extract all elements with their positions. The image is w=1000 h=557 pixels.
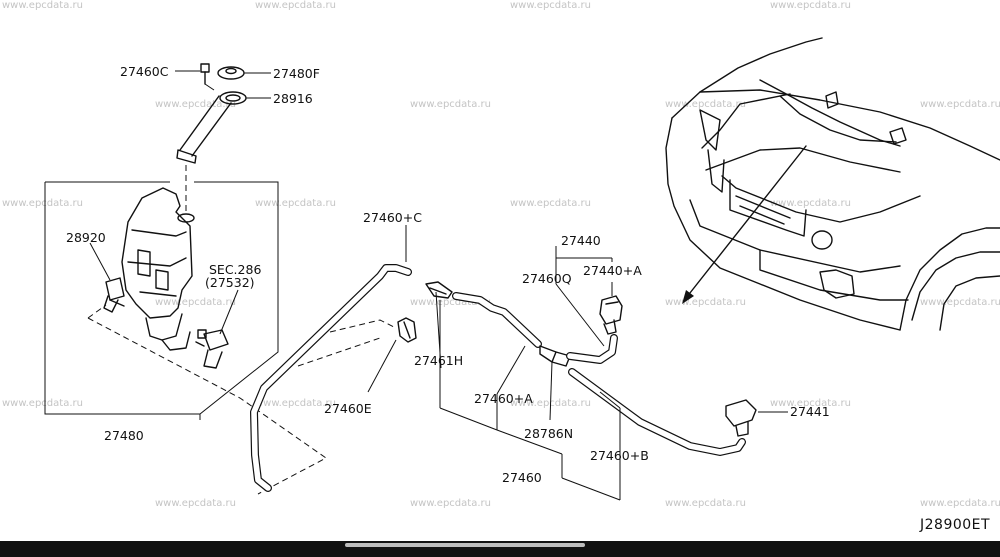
label-sec-286[interactable]: SEC.286 (209, 262, 261, 277)
watermark: www.epcdata.ru (770, 0, 851, 11)
label-sec-27532: (27532) (205, 275, 255, 290)
watermark: www.epcdata.ru (255, 198, 336, 209)
watermark: www.epcdata.ru (2, 198, 83, 209)
valve-28786n[interactable] (539, 345, 571, 367)
label-27440a[interactable]: 27440+A (583, 263, 642, 278)
watermark: www.epcdata.ru (155, 498, 236, 509)
nozzle-27441[interactable] (725, 399, 757, 437)
label-27460q[interactable]: 27460Q (522, 271, 572, 286)
reservoir-group (44, 63, 327, 495)
watermark: www.epcdata.ru (920, 99, 1000, 110)
label-27460c-plus[interactable]: 27460+C (363, 210, 422, 225)
joint-27461h[interactable] (425, 281, 453, 299)
watermark: www.epcdata.ru (410, 297, 491, 308)
leader-lines (405, 225, 788, 501)
level-sensor[interactable] (195, 289, 239, 369)
parts-diagram: www.epcdata.ru www.epcdata.ru www.epcdat… (2, 0, 1000, 533)
hose-assembly (250, 264, 757, 492)
filler-neck[interactable] (176, 95, 232, 164)
label-27460c[interactable]: 27460C (120, 64, 169, 79)
hose-27460b[interactable] (568, 368, 746, 456)
watermark: www.epcdata.ru (770, 398, 851, 409)
home-indicator[interactable] (345, 543, 585, 547)
watermark: www.epcdata.ru (255, 0, 336, 11)
label-27480f[interactable]: 27480F (273, 66, 320, 81)
seal-28916[interactable] (219, 91, 271, 105)
watermark: www.epcdata.ru (410, 99, 491, 110)
bolt-27460c[interactable] (175, 63, 210, 85)
clip-27460e[interactable] (297, 317, 417, 393)
cap-27480f[interactable] (217, 66, 271, 80)
label-27480[interactable]: 27480 (104, 428, 144, 443)
watermark: www.epcdata.ru (255, 398, 336, 409)
watermark: www.epcdata.ru (2, 398, 83, 409)
watermark: www.epcdata.ru (2, 0, 83, 11)
label-27460[interactable]: 27460 (502, 470, 542, 485)
watermark: www.epcdata.ru (665, 297, 746, 308)
reservoir-frame (44, 181, 279, 415)
watermark: www.epcdata.ru (155, 99, 236, 110)
watermark: www.epcdata.ru (665, 498, 746, 509)
label-28916[interactable]: 28916 (273, 91, 313, 106)
pointer-arrow (685, 145, 807, 299)
drawing-code: J28900ET (919, 517, 990, 533)
label-27440[interactable]: 27440 (561, 233, 601, 248)
label-27460a[interactable]: 27460+A (474, 391, 533, 406)
watermark: www.epcdata.ru (410, 498, 491, 509)
label-27441[interactable]: 27441 (790, 404, 830, 419)
watermark: www.epcdata.ru (920, 498, 1000, 509)
watermark: www.epcdata.ru (510, 0, 591, 11)
nozzle-27440a[interactable] (599, 295, 623, 335)
watermark: www.epcdata.ru (155, 297, 236, 308)
label-27460e[interactable]: 27460E (324, 401, 372, 416)
label-28920[interactable]: 28920 (66, 230, 106, 245)
label-28786n[interactable]: 28786N (524, 426, 573, 441)
watermark: www.epcdata.ru (770, 198, 851, 209)
label-27460b[interactable]: 27460+B (590, 448, 649, 463)
pump-28920[interactable] (89, 242, 125, 313)
bottom-bar (0, 541, 1000, 557)
part-labels: 27460C 27480F 28916 28920 SEC.286 (27532… (66, 64, 990, 533)
watermark: www.epcdata.ru (665, 99, 746, 110)
label-27461h[interactable]: 27461H (414, 353, 463, 368)
vehicle-illustration (665, 37, 1000, 331)
washer-tank-27480[interactable] (121, 187, 195, 351)
watermark: www.epcdata.ru (920, 297, 1000, 308)
watermark: www.epcdata.ru (510, 198, 591, 209)
